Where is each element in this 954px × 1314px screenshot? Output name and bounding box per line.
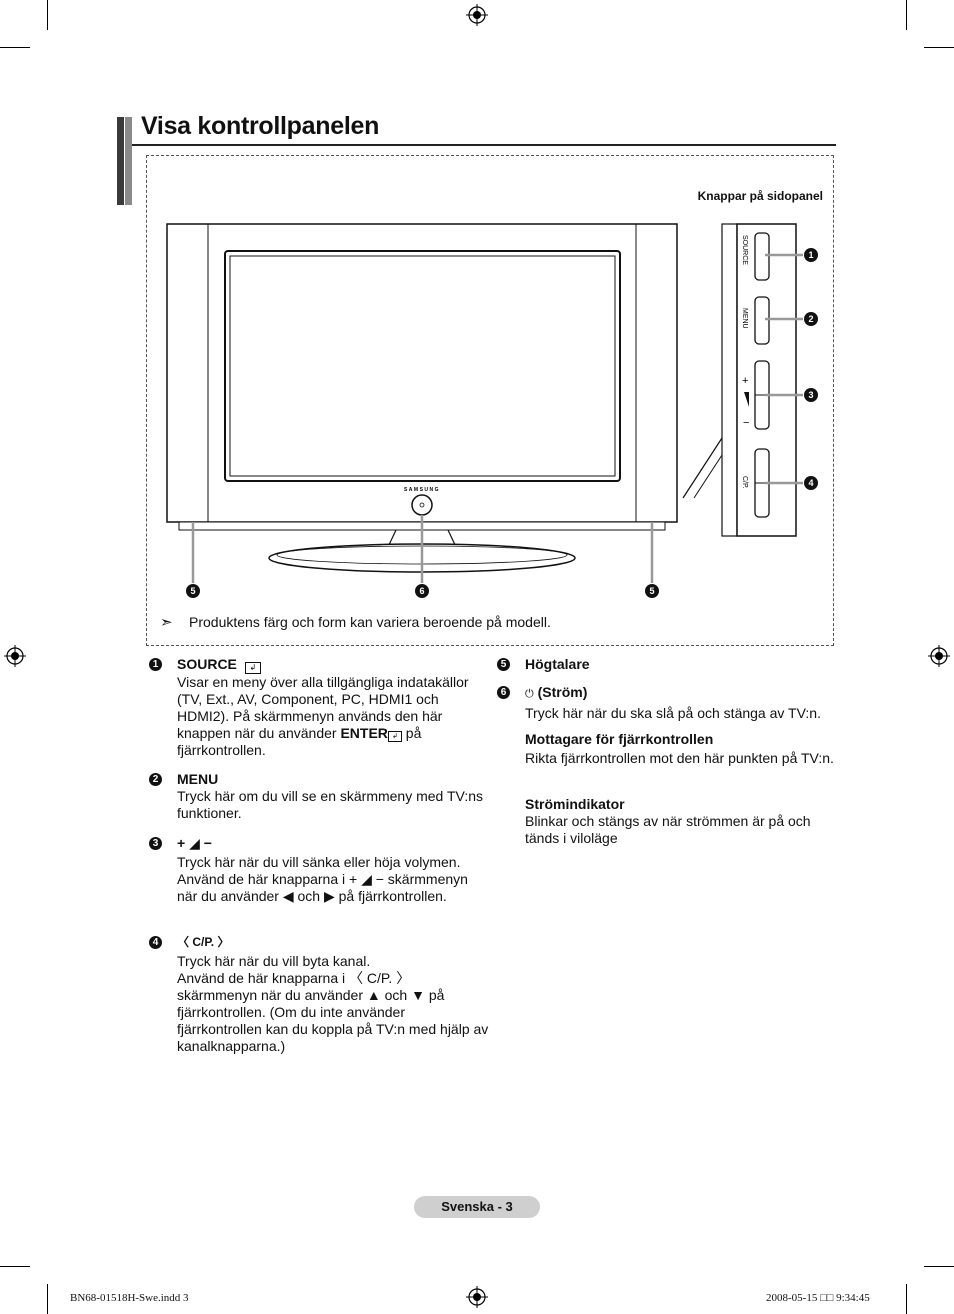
print-slug-date: 2008-05-15 □□ 9:34:45 xyxy=(766,1292,870,1304)
registration-mark-icon xyxy=(466,4,488,26)
item-body: Tryck här när du ska slå på och stänga a… xyxy=(525,705,821,721)
tv-screen xyxy=(224,250,621,482)
item-body: Tryck här om du vill se en skärmmeny med… xyxy=(177,788,484,821)
list-item: 4 〈 C/P. 〉 Tryck här när du vill byta ka… xyxy=(149,934,489,1055)
registration-mark-icon xyxy=(4,645,26,667)
side-panel-caption: Knappar på sidopanel xyxy=(697,189,823,203)
crop-mark xyxy=(0,1266,30,1267)
list-item: 1 SOURCE ↲ Visar en meny över alla tillg… xyxy=(149,656,489,759)
list-item: 3 + ◢ − Tryck här när du vill sänka elle… xyxy=(149,835,489,905)
list-item: Strömindikator Blinkar och stängs av när… xyxy=(525,796,837,847)
side-panel-edge xyxy=(721,223,738,537)
callout-4: 4 xyxy=(808,478,813,488)
side-label-minus: − xyxy=(743,417,749,429)
title-rule xyxy=(132,144,836,146)
volume-icon xyxy=(744,392,749,407)
registration-mark-icon xyxy=(466,1286,488,1308)
callout-3: 3 xyxy=(808,390,813,400)
list-item: 2 MENU Tryck här om du vill se en skärmm… xyxy=(149,771,489,822)
side-label-menu: MENU xyxy=(741,308,748,329)
crop-mark xyxy=(47,0,48,30)
source-button xyxy=(754,232,770,281)
note-arrow-icon: ➣ xyxy=(160,614,173,631)
menu-button xyxy=(754,296,770,345)
item-heading: Mottagare för fjärrkontrollen xyxy=(525,731,714,747)
source-enter-icon: ↲ xyxy=(244,662,261,674)
item-body: Rikta fjärrkontrollen mot den här punkte… xyxy=(525,750,834,766)
print-slug-file: BN68-01518H-Swe.indd 3 xyxy=(70,1292,189,1304)
item-number: 3 xyxy=(149,837,162,850)
callout-5-left: 5 xyxy=(190,586,195,596)
item-number: 2 xyxy=(149,773,162,786)
item-heading: (Ström) xyxy=(537,684,588,700)
enter-icon: ↲ xyxy=(387,731,402,742)
item-body: Visar en meny över alla tillgängliga ind… xyxy=(177,674,469,741)
title-accent-bar xyxy=(117,117,124,205)
crop-mark xyxy=(924,47,954,48)
list-item: Mottagare för fjärrkontrollen Rikta fjär… xyxy=(525,731,837,767)
title-accent-bar xyxy=(125,117,132,205)
side-label-plus: + xyxy=(742,375,748,387)
item-body: Tryck här när du vill byta kanal. xyxy=(177,953,371,969)
page-number-badge: Svenska - 3 xyxy=(414,1196,540,1218)
side-label-cp: C/P. xyxy=(741,476,748,489)
item-body-bold: ENTER xyxy=(340,725,388,741)
item-heading: SOURCE xyxy=(177,656,237,672)
list-item: 5 Högtalare xyxy=(497,656,837,673)
crop-mark xyxy=(0,47,30,48)
item-number: 4 xyxy=(149,936,162,949)
power-button-icon xyxy=(411,494,433,516)
item-body-end: på fjärrkontrollen. xyxy=(177,725,422,758)
callout-6: 6 xyxy=(419,586,424,596)
diagram-frame xyxy=(146,155,834,646)
item-heading: 〈 C/P. 〉 xyxy=(177,935,230,949)
item-body-2: Använd de här knapparna i 〈 C/P. 〉 skärm… xyxy=(177,970,489,1054)
registration-mark-icon xyxy=(928,645,950,667)
page-title: Visa kontrollpanelen xyxy=(141,112,380,140)
item-number: 6 xyxy=(497,686,510,699)
item-body-2: Använd de här knapparna i + ◢ − skärmmen… xyxy=(177,871,468,904)
tv-diagram: SAMSUNG SOURCE MENU + − C/P. 1 2 3 4 5 6… xyxy=(166,223,818,598)
item-heading: + ◢ − xyxy=(177,835,212,851)
callout-5-right: 5 xyxy=(649,586,654,596)
item-number: 5 xyxy=(497,658,510,671)
power-icon: ⏻ xyxy=(525,688,534,700)
crop-mark xyxy=(906,0,907,30)
callout-2: 2 xyxy=(808,314,813,324)
item-heading: Högtalare xyxy=(525,656,590,672)
callout-1: 1 xyxy=(808,250,813,260)
crop-mark xyxy=(906,1284,907,1314)
note-text: Produktens färg och form kan variera ber… xyxy=(189,614,551,630)
list-item: 6 ⏻ (Ström) Tryck här när du ska slå på … xyxy=(497,684,837,722)
tv-brand-logo: SAMSUNG xyxy=(404,487,440,493)
item-body: Tryck här när du vill sänka eller höja v… xyxy=(177,854,461,870)
crop-mark xyxy=(47,1284,48,1314)
item-heading: Strömindikator xyxy=(525,796,625,812)
crop-mark xyxy=(924,1266,954,1267)
side-label-source: SOURCE xyxy=(741,235,748,265)
item-heading: MENU xyxy=(177,771,219,787)
item-body: Blinkar och stängs av när strömmen är på… xyxy=(525,813,811,846)
item-number: 1 xyxy=(149,658,162,671)
